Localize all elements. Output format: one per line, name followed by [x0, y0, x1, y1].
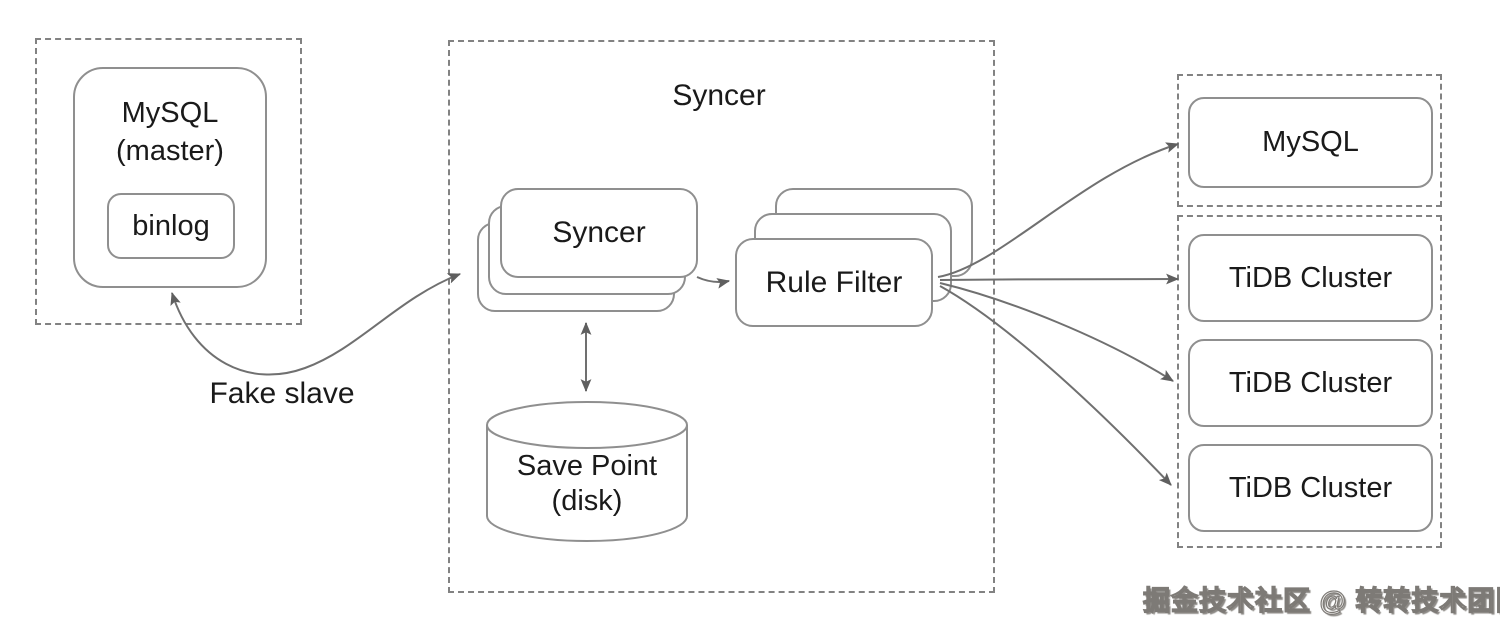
- syncer-box-label: Syncer: [552, 216, 646, 249]
- save-point-label: Save Point (disk): [487, 449, 687, 519]
- target-mysql-box: MySQL: [1188, 97, 1433, 188]
- target-mysql-dashed-container: [1177, 74, 1442, 207]
- tidb-cluster-label-2: TiDB Cluster: [1228, 366, 1393, 399]
- save-point-line1: Save Point: [516, 450, 658, 482]
- tidb-cluster-label-3: TiDB Cluster: [1228, 471, 1393, 504]
- binlog-box: binlog: [107, 193, 235, 259]
- tidb-cluster-label-1: TiDB Cluster: [1228, 261, 1393, 294]
- mysql-master-label: MySQL (master): [116, 94, 224, 170]
- mysql-master-dashed-container: [35, 38, 302, 325]
- mysql-master-subtitle: (master): [116, 135, 224, 167]
- tidb-cluster-box-3: TiDB Cluster: [1188, 444, 1433, 532]
- tidb-dashed-container: [1177, 215, 1442, 548]
- target-mysql-label: MySQL: [1262, 126, 1359, 158]
- watermark-text: 掘金技术社区 @ 转转技术团队: [1142, 585, 1500, 616]
- syncer-container-title: Syncer: [672, 79, 766, 112]
- tidb-cluster-box-1: TiDB Cluster: [1188, 234, 1433, 322]
- tidb-cluster-box-2: TiDB Cluster: [1188, 339, 1433, 427]
- fake-slave-label: Fake slave: [209, 377, 355, 410]
- mysql-master-title: MySQL: [121, 97, 219, 129]
- binlog-label: binlog: [132, 209, 210, 242]
- rule-filter-label: Rule Filter: [765, 265, 903, 299]
- save-point-line2: (disk): [551, 485, 623, 517]
- syncer-stack-front-box: Syncer: [500, 188, 698, 278]
- rule-filter-front-box: Rule Filter: [735, 238, 933, 327]
